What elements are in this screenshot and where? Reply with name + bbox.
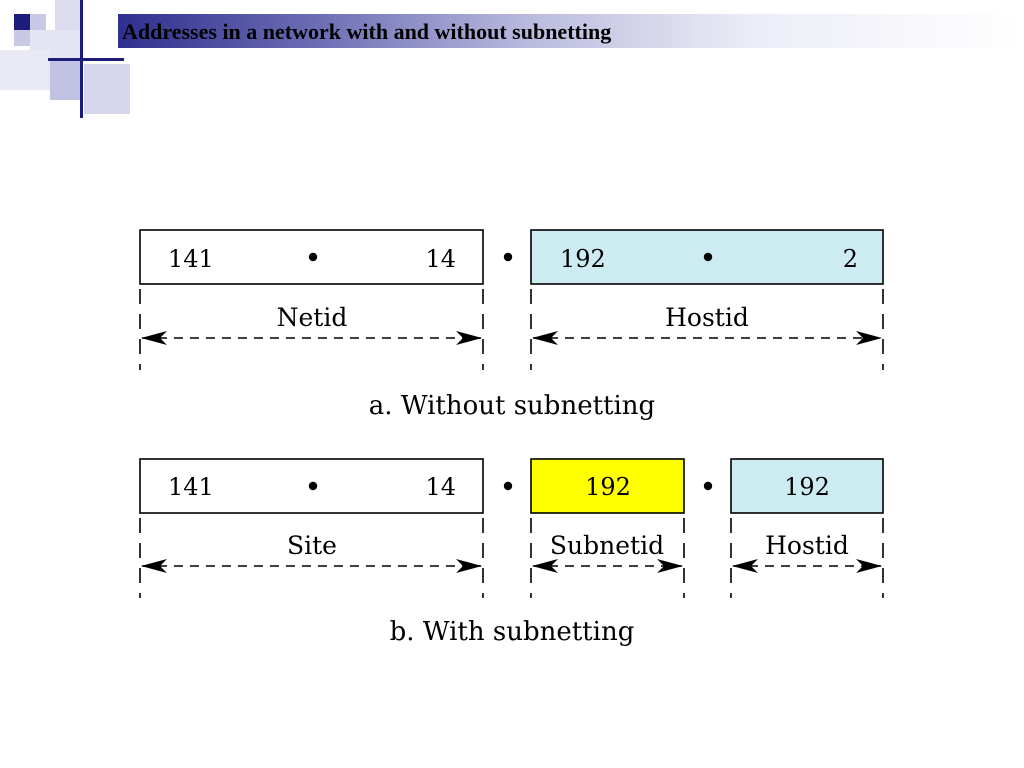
subnetid-octet: 192 <box>585 473 631 501</box>
hostid-second-octet: 2 <box>843 245 858 273</box>
diagram-with-subnetting: 141 14 192 192 Site Subnetid Hostid b. W… <box>139 458 884 647</box>
boundary-lines <box>139 289 884 370</box>
hostid-label: Hostid <box>665 303 749 332</box>
site-second-octet: 14 <box>425 473 456 501</box>
hostid-first-octet: 192 <box>560 245 606 273</box>
dot-separator <box>308 481 318 491</box>
dot-separator <box>703 481 713 491</box>
hostid-octet: 192 <box>784 473 830 501</box>
netid-first-octet: 141 <box>168 245 214 273</box>
title-bar <box>118 14 1024 48</box>
site-label: Site <box>287 531 337 560</box>
dot-separator <box>503 252 513 262</box>
netid-label: Netid <box>277 303 348 332</box>
dot-separator <box>503 481 513 491</box>
netid-second-octet: 14 <box>425 245 456 273</box>
hostid-box <box>730 458 884 514</box>
hostid-label: Hostid <box>765 531 849 560</box>
slide-title: Addresses in a network with and without … <box>122 19 612 44</box>
caption-without-subnetting: a. Without subnetting <box>369 391 655 421</box>
boundary-lines <box>139 518 884 598</box>
site-first-octet: 141 <box>168 473 214 501</box>
subnetid-label: Subnetid <box>550 531 664 560</box>
caption-with-subnetting: b. With subnetting <box>390 617 635 647</box>
dot-separator <box>308 252 318 262</box>
diagram-without-subnetting: 141 14 192 2 Netid Hostid a. Without sub… <box>139 229 884 421</box>
subnetid-box <box>530 458 685 514</box>
corner-decoration <box>0 0 130 118</box>
dot-separator <box>703 252 713 262</box>
